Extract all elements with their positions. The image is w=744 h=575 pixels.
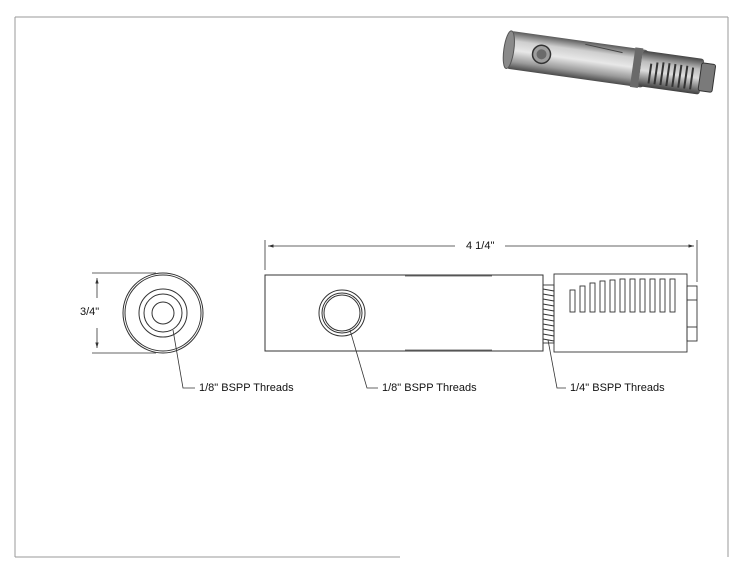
end-view-callout: 1/8" BSPP Threads [199,382,294,394]
side-port-callout: 1/8" BSPP Threads [382,382,477,394]
isometric-part-render [502,30,717,95]
diameter-dimension-label: 3/4" [80,306,100,318]
diameter-dimension [92,272,156,354]
end-view [122,272,204,354]
thread-end-leader [547,339,566,389]
side-port-leader [349,329,378,389]
hex-end [686,285,698,342]
grip-section [553,273,688,353]
thread-neck [542,284,555,344]
sheet-border [14,16,729,558]
length-dimension-label: 4 1/4" [466,240,495,252]
end-view-leader [172,329,195,389]
length-dimension [264,240,698,282]
side-view [264,274,544,352]
thread-end-callout: 1/4" BSPP Threads [570,382,665,394]
